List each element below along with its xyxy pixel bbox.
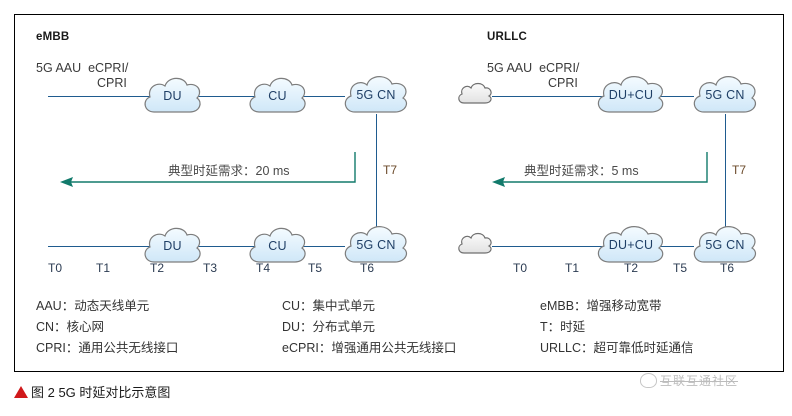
urllc-t7-line [725, 114, 726, 232]
embb-top-line-seg1 [48, 96, 168, 97]
legend-item: CN：核心网 [36, 320, 105, 334]
cloud-urllc-bottom-cn: 5G CN [689, 220, 761, 266]
urllc-bottom-line-seg2 [655, 246, 694, 247]
embb-time-t4: T4 [255, 261, 270, 275]
legend-column-2: CU：集中式单元 DU：分布式单元 eCPRI：增强通用公共无线接口 [282, 296, 456, 359]
cloud-urllc-bottom-ducu: DU+CU [593, 220, 669, 266]
cloud-embb-top-cu: CU [245, 72, 310, 116]
urllc-time-t5: T5 [672, 261, 687, 275]
embb-latency-arrow [58, 150, 358, 190]
embb-time-t5: T5 [307, 261, 322, 275]
urllc-latency-arrow [490, 150, 710, 190]
legend-item: T：时延 [540, 320, 586, 334]
urllc-time-t0: T0 [512, 261, 527, 275]
cloud-label: 5G CN [356, 88, 396, 102]
watermark-text: 互联互通社区 [660, 374, 739, 388]
legend-item: AAU：动态天线单元 [36, 299, 150, 313]
watermark-logo-icon [640, 373, 657, 388]
cloud-embb-top-du: DU [140, 72, 205, 116]
figure-caption: 图 2 5G 时延对比示意图 [14, 382, 170, 401]
urllc-time-t2: T2 [623, 261, 638, 275]
interface-label-embb-line2: CPRI [97, 76, 127, 90]
embb-time-t3: T3 [202, 261, 217, 275]
urllc-time-t6: T6 [719, 261, 734, 275]
embb-time-t1: T1 [95, 261, 110, 275]
figure-box [14, 14, 784, 372]
embb-time-t6: T6 [359, 261, 374, 275]
interface-label-urllc-line2: CPRI [548, 76, 578, 90]
legend-item: eMBB：增强移动宽带 [540, 299, 662, 313]
urllc-bottom-line-seg1 [492, 246, 602, 247]
cloud-urllc-bottom-aau [456, 230, 494, 256]
legend-item: eCPRI：增强通用公共无线接口 [282, 341, 457, 355]
cloud-embb-bottom-cu: CU [245, 222, 310, 266]
embb-time-t0: T0 [47, 261, 62, 275]
cloud-label: DU [163, 89, 182, 103]
cloud-label: 5G CN [356, 238, 396, 252]
urllc-top-line-seg2 [655, 96, 694, 97]
cloud-urllc-top-aau [456, 80, 494, 106]
cloud-urllc-top-ducu: DU+CU [593, 70, 669, 116]
embb-time-t2: T2 [149, 261, 164, 275]
embb-latency-text: 典型时延需求：20 ms [168, 164, 290, 178]
cloud-label: CU [268, 89, 287, 103]
watermark: 互联互通社区 [640, 372, 738, 389]
legend-item: URLLC：超可靠低时延通信 [540, 341, 694, 355]
panel-title-embb: eMBB [36, 31, 70, 43]
embb-t7-line [376, 114, 377, 232]
urllc-latency-text: 典型时延需求：5 ms [524, 164, 639, 178]
embb-top-line-seg3 [300, 96, 345, 97]
cloud-embb-bottom-cn: 5G CN [340, 220, 412, 266]
cloud-label: 5G CN [705, 238, 745, 252]
urllc-t7-label: T7 [732, 163, 747, 177]
interface-label-urllc-line1: 5G AAU eCPRI/ [487, 61, 580, 75]
embb-bottom-line-seg2 [190, 246, 257, 247]
cloud-embb-bottom-du: DU [140, 222, 205, 266]
figure-caption-text: 图 2 5G 时延对比示意图 [31, 385, 171, 400]
interface-label-embb-line1: 5G AAU eCPRI/ [36, 61, 129, 75]
cloud-embb-top-cn: 5G CN [340, 70, 412, 116]
panel-title-urllc: URLLC [487, 31, 527, 43]
cloud-urllc-top-cn: 5G CN [689, 70, 761, 116]
cloud-label: CU [268, 239, 287, 253]
triangle-marker-icon [14, 385, 28, 398]
legend-item: CPRI：通用公共无线接口 [36, 341, 179, 355]
embb-top-line-seg2 [190, 96, 257, 97]
cloud-label: DU+CU [608, 88, 654, 102]
embb-bottom-line-seg1 [48, 246, 168, 247]
legend-column-1: AAU：动态天线单元 CN：核心网 CPRI：通用公共无线接口 [36, 296, 178, 359]
legend-column-3: eMBB：增强移动宽带 T：时延 URLLC：超可靠低时延通信 [540, 296, 694, 359]
cloud-label: DU+CU [608, 238, 654, 252]
urllc-time-t1: T1 [564, 261, 579, 275]
urllc-top-line-seg1 [492, 96, 602, 97]
embb-t7-label: T7 [383, 163, 398, 177]
cloud-label: 5G CN [705, 88, 745, 102]
legend-item: DU：分布式单元 [282, 320, 376, 334]
legend-item: CU：集中式单元 [282, 299, 376, 313]
cloud-label: DU [163, 239, 182, 253]
embb-bottom-line-seg3 [300, 246, 345, 247]
